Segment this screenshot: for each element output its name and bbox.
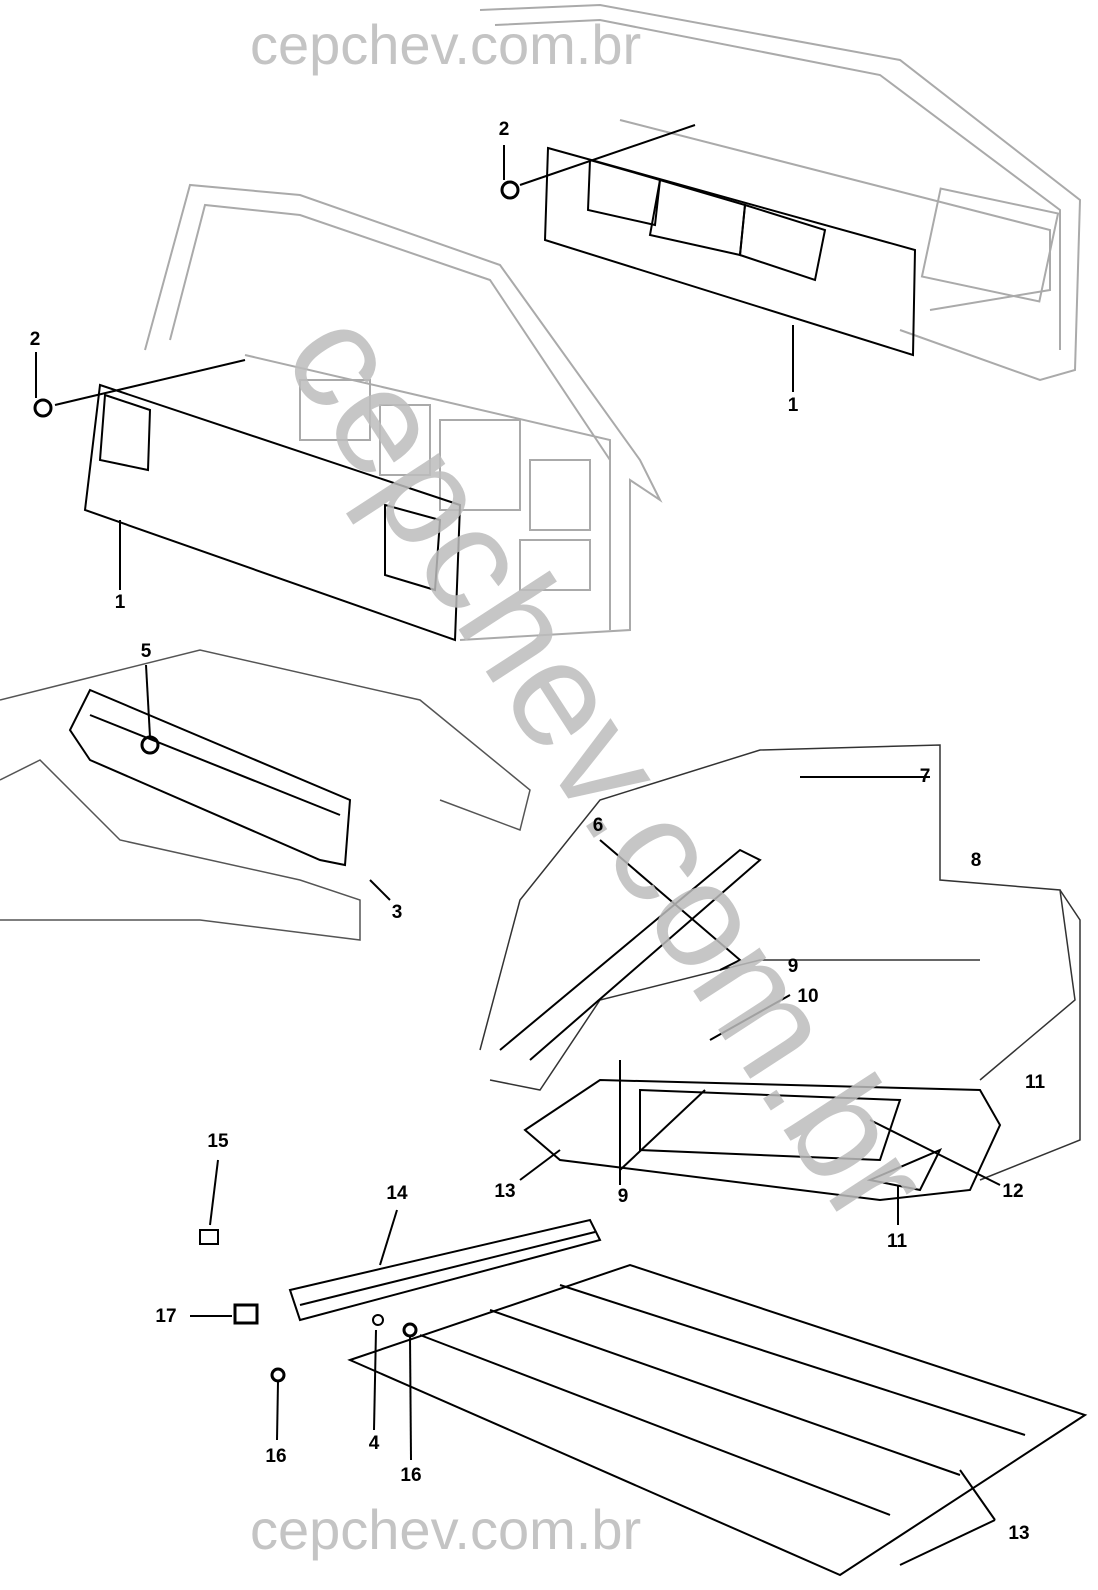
callout-7: 7 — [919, 766, 931, 787]
cargo-cover-roller — [288, 1218, 602, 1322]
sill-trim-plate — [68, 688, 352, 867]
callout-2: 2 — [498, 119, 510, 140]
liftgate-left-outline — [144, 183, 663, 641]
callout-12: 12 — [1002, 1181, 1024, 1202]
liftgate-trim-panel-left — [54, 359, 462, 642]
callout-15: 15 — [207, 1131, 229, 1152]
callout-14: 14 — [386, 1183, 408, 1204]
callout-9: 9 — [617, 1186, 629, 1207]
rear-sill-area — [0, 649, 531, 941]
callout-17: 17 — [155, 1306, 177, 1327]
clip-icon — [233, 1303, 259, 1325]
callout-11: 11 — [1024, 1072, 1046, 1093]
liftgate-upper-outline — [479, 3, 1082, 382]
callout-3: 3 — [391, 902, 403, 923]
callout-5: 5 — [140, 641, 152, 662]
callout-1: 1 — [114, 592, 126, 613]
cargo-floor-panel — [523, 1078, 1002, 1202]
cargo-cover-panel — [347, 1263, 1088, 1577]
watermark-top: cepchev.com.br — [250, 13, 642, 76]
callout-11: 11 — [886, 1231, 908, 1252]
callout-10: 10 — [797, 986, 819, 1007]
screw-icon — [500, 180, 520, 200]
callout-6: 6 — [592, 815, 604, 836]
callout-1: 1 — [787, 395, 799, 416]
callout-16: 16 — [400, 1465, 422, 1486]
clip-icon — [199, 1229, 219, 1245]
side-trim-strap — [499, 848, 762, 1061]
callout-16: 16 — [265, 1446, 287, 1467]
callout-2: 2 — [29, 329, 41, 350]
callout-13: 13 — [494, 1181, 516, 1202]
callout-8: 8 — [970, 850, 982, 871]
liftgate-trim-panel-upper — [519, 124, 917, 392]
callout-9: 9 — [787, 956, 799, 977]
screw-icon — [33, 398, 53, 418]
callout-13: 13 — [1008, 1523, 1030, 1544]
watermark-bottom: cepchev.com.br — [250, 1498, 642, 1561]
callout-4: 4 — [368, 1433, 380, 1454]
